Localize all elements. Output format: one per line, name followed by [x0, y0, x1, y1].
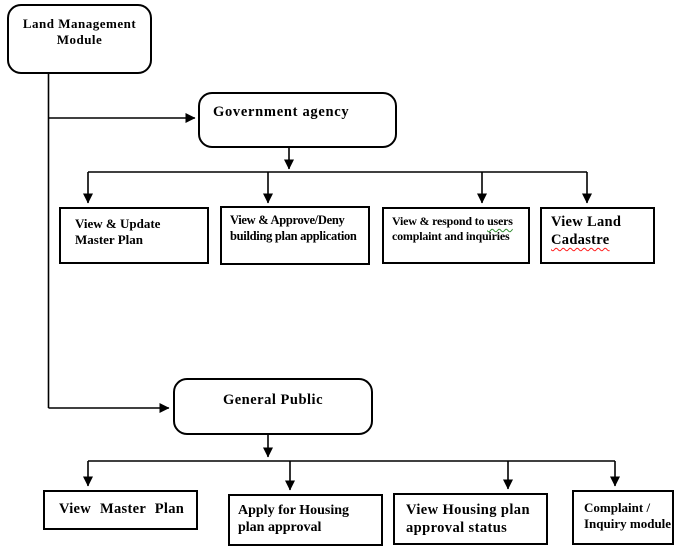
spellcheck-flagged-word: Cadastre [551, 231, 610, 248]
node-label-line: Complaint / [584, 500, 651, 515]
node-label-line: View & Approve/Deny [230, 213, 345, 227]
node-label-line: Inquiry module [584, 516, 672, 532]
node-view-master-plan: View Master Plan [43, 490, 198, 530]
node-view-respond-users-complaint-inquiries: View & respond to users complaint and in… [382, 207, 530, 264]
node-label-line: plan approval [238, 520, 322, 536]
node-label-line: View Land [551, 214, 622, 230]
node-land-management-module: Land Management Module [7, 4, 152, 74]
grammar-flagged-word: users [487, 214, 513, 228]
node-apply-housing-plan-approval: Apply for Housing plan approval [228, 494, 383, 546]
node-label-line: Master Plan [75, 232, 143, 248]
node-label-text: View & respond to [392, 214, 488, 228]
node-label-line: Land Management [22, 16, 137, 31]
node-label-line: View & respond to users [392, 214, 526, 229]
node-view-land-cadastre: View Land Cadastre [540, 207, 655, 264]
node-view-housing-plan-approval-status: View Housing plan approval status [393, 493, 548, 545]
node-label-line: Government agency [213, 104, 350, 120]
node-label-line: General Public [222, 392, 324, 408]
node-label-line: Module [56, 32, 103, 48]
node-complaint-inquiry-module: Complaint / Inquiry module [572, 490, 674, 545]
node-label-line: building plan application [230, 228, 357, 243]
node-label-line: View & Update [75, 216, 161, 231]
node-label-line: View Housing plan [406, 502, 530, 518]
node-label-line: approval status [406, 519, 508, 536]
node-government-agency: Government agency [198, 92, 397, 148]
node-label-line: complaint and inquiries [392, 228, 510, 243]
node-label-line: Apply for Housing [238, 503, 349, 518]
node-label-line: View Master Plan [59, 501, 185, 517]
node-general-public: General Public [173, 378, 373, 435]
node-view-update-master-plan: View & Update Master Plan [59, 207, 209, 264]
node-view-approve-deny-building-plan-application: View & Approve/Deny building plan applic… [220, 206, 370, 265]
